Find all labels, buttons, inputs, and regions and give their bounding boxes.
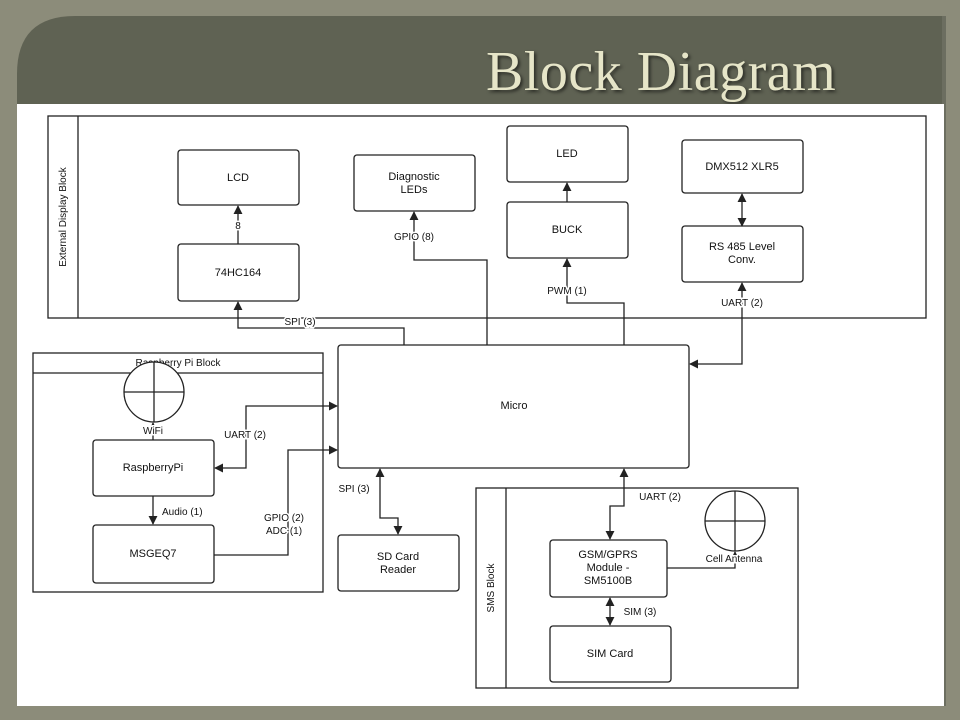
connection-rpi-micro-uart — [214, 401, 338, 473]
connection-micro-rs485-uart — [689, 282, 747, 369]
gsm-label-line1: GSM/GPRS — [578, 549, 637, 561]
sms-group: SMS Block — [475, 487, 799, 689]
slide-title: Block Diagram — [486, 41, 837, 103]
diagnostic-leds-label-line1: Diagnostic — [388, 171, 440, 183]
sd-card-label-line1: SD Card — [377, 551, 419, 563]
connection-micro-diag-leds-gpio — [409, 211, 488, 345]
micro-label: Micro — [501, 400, 528, 412]
label-uart-2-top: UART (2) — [721, 298, 763, 309]
sms-group-label: SMS Block — [486, 563, 497, 613]
diagnostic-leds-block: Diagnostic LEDs — [353, 154, 476, 212]
rs485-label-line2: Conv. — [728, 254, 756, 266]
lcd-label: LCD — [227, 172, 249, 184]
gsm-label-line3: SM5100B — [584, 575, 632, 587]
micro-block: Micro — [337, 344, 690, 469]
cell-antenna-icon — [704, 490, 766, 552]
gsm-module-block: GSM/GPRS Module - SM5100B — [549, 539, 668, 598]
lcd-block: LCD — [177, 149, 300, 206]
label-gpio-8: GPIO (8) — [394, 232, 434, 243]
label-cell-antenna: Cell Antenna — [706, 554, 763, 565]
wifi-antenna-icon — [123, 361, 185, 423]
hc164-block: 74HC164 — [177, 243, 300, 302]
led-label: LED — [556, 148, 577, 160]
sim-card-label: SIM Card — [587, 648, 633, 660]
msgeq7-label: MSGEQ7 — [129, 548, 176, 560]
label-bus-8: 8 — [235, 221, 241, 232]
label-uart-2-rpi: UART (2) — [224, 430, 266, 441]
diagram-panel: External Display Block Raspberry Pi Bloc… — [17, 104, 944, 706]
dmx-label: DMX512 XLR5 — [705, 161, 778, 173]
connection-msgeq7-micro-gpio-adc — [214, 445, 338, 556]
label-sim-3: SIM (3) — [624, 607, 657, 618]
gsm-label-line2: Module - — [587, 562, 630, 574]
label-spi-3-sd: SPI (3) — [338, 484, 369, 495]
connection-micro-sd-spi — [375, 468, 403, 535]
sd-card-block: SD Card Reader — [337, 534, 460, 592]
rs485-block: RS 485 Level Conv. — [681, 225, 804, 283]
external-display-group-label: External Display Block — [58, 166, 69, 266]
msgeq7-block: MSGEQ7 — [92, 524, 215, 584]
label-pwm-1: PWM (1) — [547, 286, 586, 297]
rs485-label-line1: RS 485 Level — [709, 241, 775, 253]
buck-block: BUCK — [506, 201, 629, 259]
raspberry-pi-group-label: Raspberry Pi Block — [135, 358, 221, 369]
sd-card-label-line2: Reader — [380, 564, 416, 576]
label-audio-1: Audio (1) — [162, 507, 203, 518]
label-gpio-2: GPIO (2) — [264, 513, 304, 524]
raspberrypi-block: RaspberryPi — [92, 439, 215, 497]
raspberrypi-label: RaspberryPi — [123, 462, 184, 474]
led-block: LED — [506, 125, 629, 183]
label-wifi: WiFi — [143, 426, 163, 437]
buck-label: BUCK — [552, 224, 583, 236]
connection-micro-buck-pwm — [562, 258, 625, 345]
sim-card-block: SIM Card — [549, 625, 672, 683]
title-bar — [17, 16, 942, 104]
label-uart-2-gsm: UART (2) — [639, 492, 681, 503]
dmx-block: DMX512 XLR5 — [681, 139, 804, 194]
diagnostic-leds-label-line2: LEDs — [401, 184, 428, 196]
connection-micro-hc164-spi — [233, 301, 405, 345]
label-adc-1: ADC (1) — [266, 526, 302, 537]
connection-gsm-cell-antenna — [667, 551, 740, 569]
hc164-label: 74HC164 — [215, 267, 261, 279]
label-spi-3-top: SPI (3) — [284, 317, 315, 328]
connection-micro-gsm-uart — [605, 468, 629, 540]
block-diagram: External Display Block Raspberry Pi Bloc… — [32, 115, 927, 689]
